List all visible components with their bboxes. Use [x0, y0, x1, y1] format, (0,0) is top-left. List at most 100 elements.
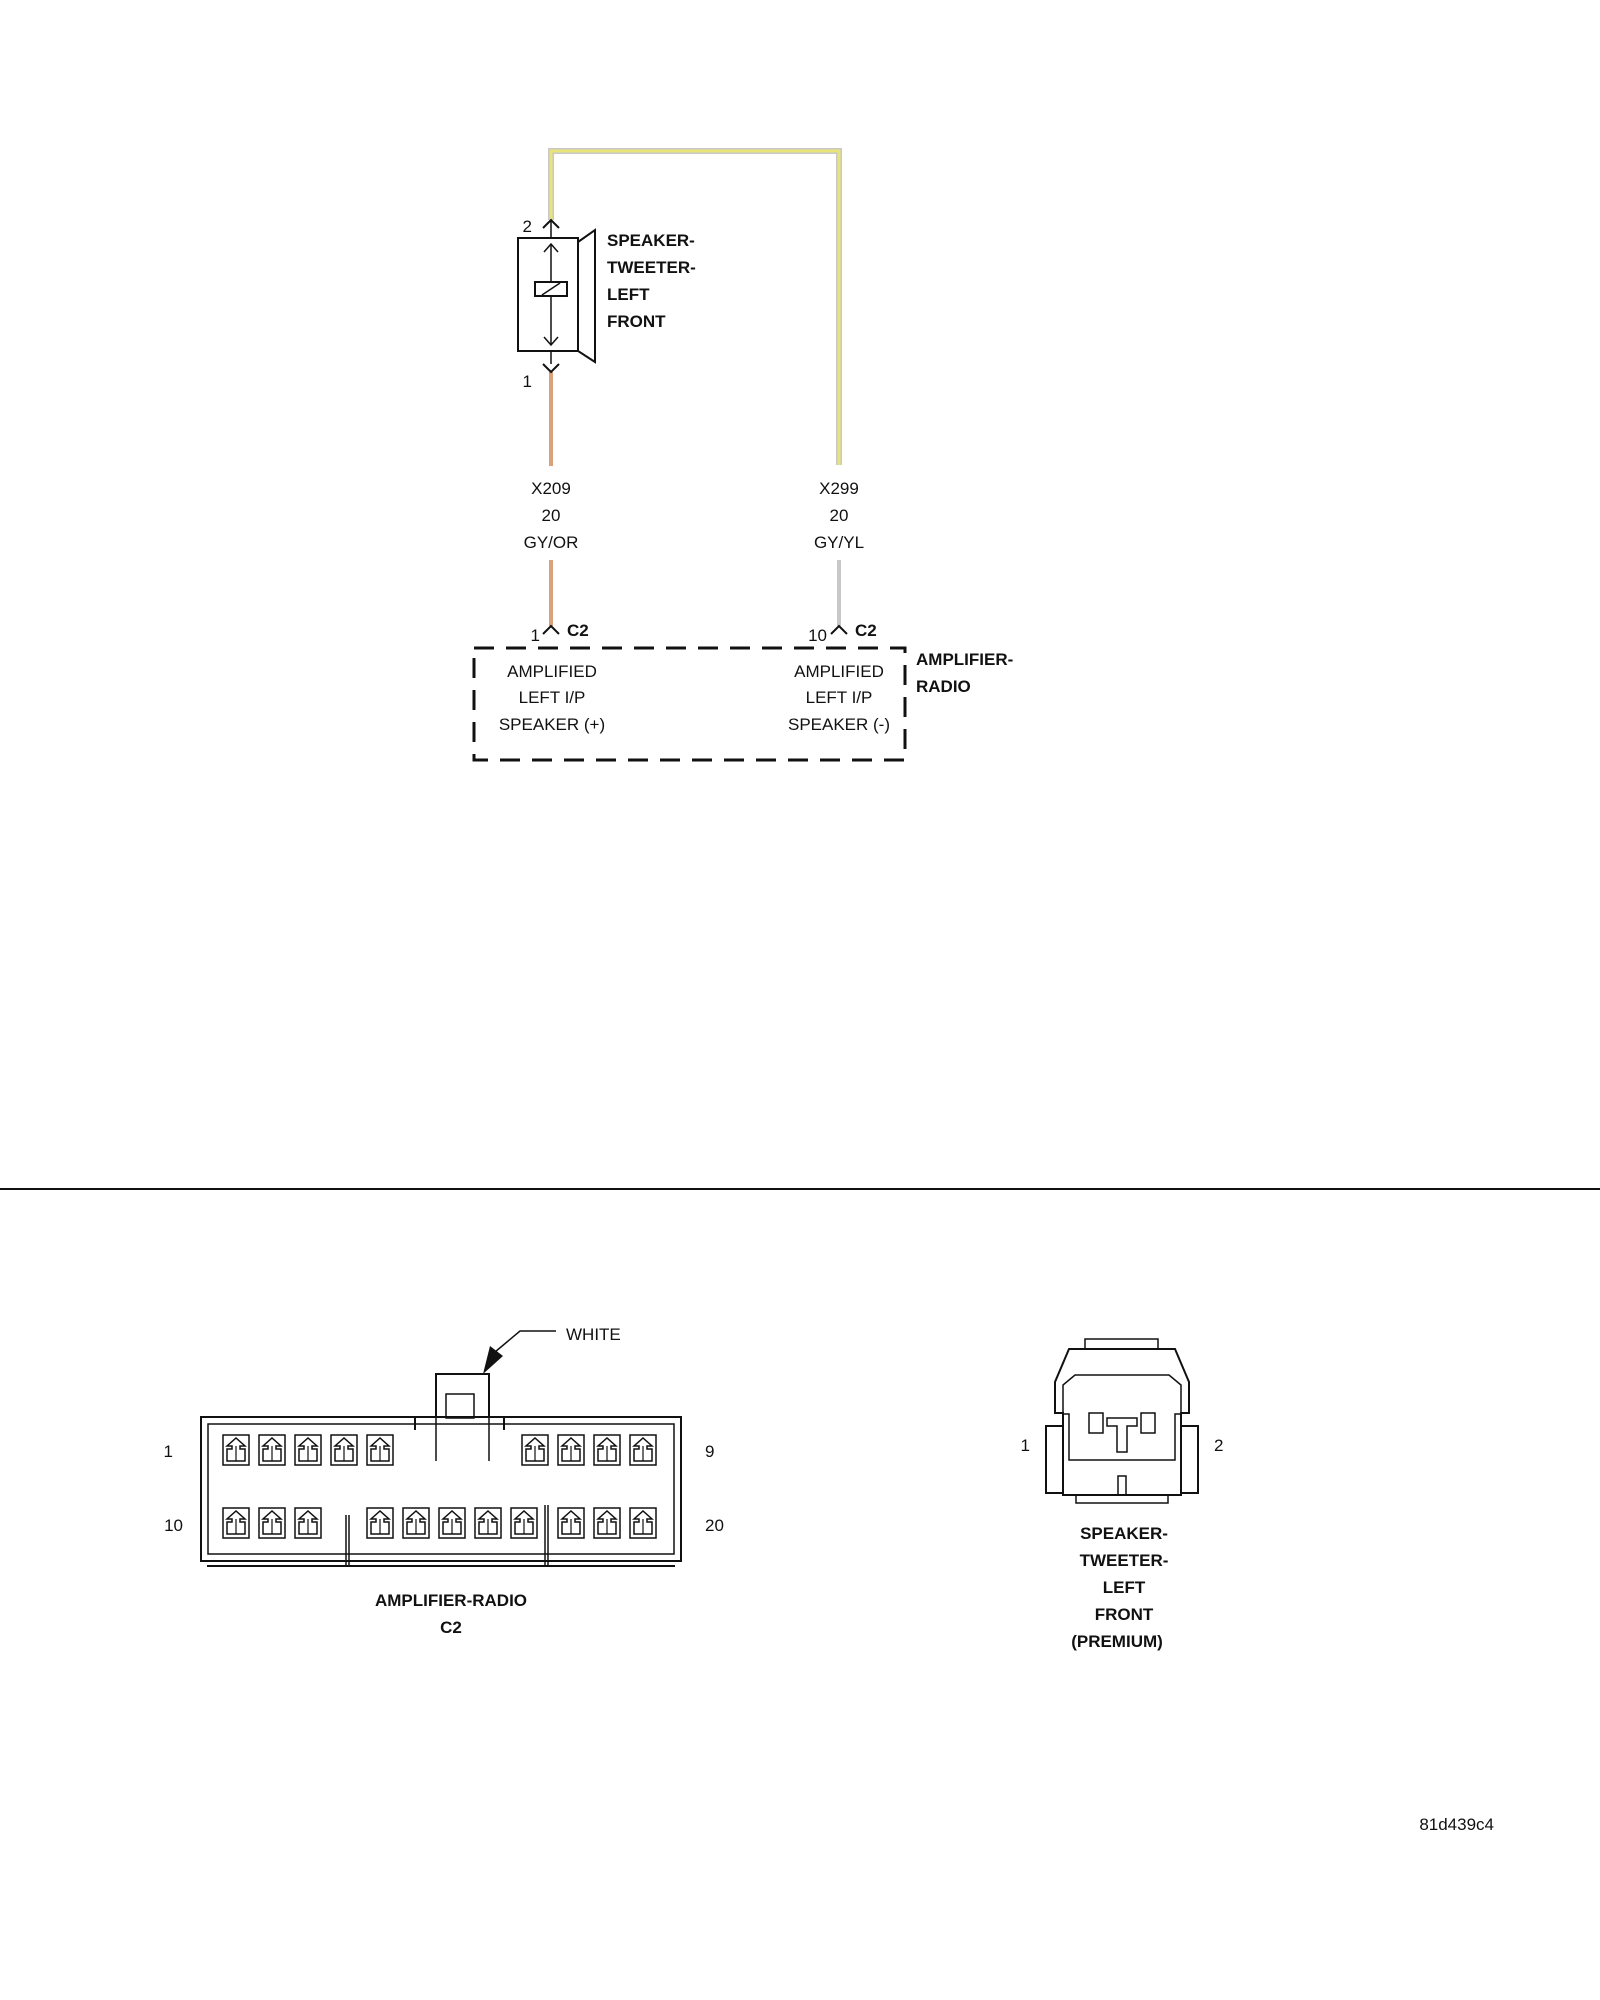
c2-terminal-arrow-icon	[441, 1509, 463, 1535]
c2-terminal-arrow-icon	[369, 1436, 391, 1462]
tweeter-right-ear	[1180, 1425, 1199, 1494]
white-callout-arrow-icon	[483, 1346, 503, 1374]
c2-cavity	[294, 1434, 322, 1466]
amp-pin-10-function: AMPLIFIED	[794, 662, 884, 681]
amp-pin-1-function: AMPLIFIED	[507, 662, 597, 681]
amplifier-name-line: RADIO	[916, 677, 971, 696]
speaker-arrow-down-icon	[543, 336, 559, 347]
c2-pin-label-10: 10	[164, 1516, 183, 1535]
c2-housing-inner	[207, 1423, 675, 1555]
c2-connector-view: WHITE 1 9 10 20 AMPLIFIER-RADIO C2	[164, 1325, 724, 1637]
amplifier-radio-module: 1 C2 10 C2 AMPLIFIED LEFT I/P SPEAKER (+…	[472, 621, 1013, 762]
tweeter-caption: FRONT	[1095, 1605, 1154, 1624]
c2-pin-label-1: 1	[164, 1442, 173, 1461]
c2-cavity	[510, 1507, 538, 1539]
c2-terminal-arrow-icon	[261, 1436, 283, 1462]
c2-cavity-frame	[557, 1507, 585, 1539]
amplifier-name-line: AMPLIFIER-	[916, 650, 1013, 669]
wire-label-x299: X299 20 GY/YL	[814, 479, 864, 552]
c2-terminal-arrow-icon	[632, 1509, 654, 1535]
speaker-name-line: SPEAKER-	[607, 231, 695, 250]
amp-pin-10-terminal-icon	[830, 624, 848, 635]
c2-cavity	[258, 1434, 286, 1466]
c2-terminal-arrow-icon	[524, 1436, 546, 1462]
c2-caption: AMPLIFIER-RADIO	[375, 1591, 527, 1610]
c2-terminal-arrow-icon	[477, 1509, 499, 1535]
tweeter-base	[1075, 1494, 1169, 1504]
c2-terminal-arrow-icon	[405, 1509, 427, 1535]
c2-pin-label-20: 20	[705, 1516, 724, 1535]
amp-pin-10-function: LEFT I/P	[806, 688, 873, 707]
speaker-symbol	[517, 218, 596, 374]
amp-pin-10-function: SPEAKER (-)	[788, 715, 890, 734]
c2-pin-label-9: 9	[705, 1442, 714, 1461]
wire-color: GY/OR	[524, 533, 579, 552]
c2-cavity	[474, 1507, 502, 1539]
amplifier-dashed-outline	[472, 646, 907, 762]
c2-cavity-frame	[294, 1434, 322, 1466]
amp-pin-10-number: 10	[808, 626, 827, 645]
amp-pin-1-number: 1	[531, 626, 540, 645]
tweeter-terminal-1	[1088, 1412, 1104, 1434]
tweeter-caption: SPEAKER-	[1080, 1524, 1168, 1543]
speaker-name-line: FRONT	[607, 312, 666, 331]
c2-terminal-arrow-icon	[225, 1436, 247, 1462]
c2-cavity	[258, 1507, 286, 1539]
c2-cavity-frame	[474, 1507, 502, 1539]
c2-terminal-arrow-icon	[297, 1436, 319, 1462]
c2-terminal-arrow-icon	[297, 1509, 319, 1535]
speaker-name-line: TWEETER-	[607, 258, 696, 277]
c2-cavity-frame	[222, 1434, 250, 1466]
c2-terminal-arrow-icon	[261, 1509, 283, 1535]
c2-cavity-frame	[629, 1434, 657, 1466]
c2-cavity-frame	[557, 1434, 585, 1466]
tweeter-top-tab	[1084, 1338, 1159, 1350]
c2-cavity	[521, 1434, 549, 1466]
tweeter-pin-label-1: 1	[1021, 1436, 1030, 1455]
tweeter-caption: (PREMIUM)	[1071, 1632, 1163, 1651]
speaker-name: SPEAKER- TWEETER- LEFT FRONT	[607, 231, 696, 331]
c2-cavity-frame	[521, 1434, 549, 1466]
tweeter-caption: LEFT	[1103, 1578, 1146, 1597]
wire-gauge: 20	[542, 506, 561, 525]
c2-cavity-frame	[294, 1507, 322, 1539]
c2-cavity	[629, 1434, 657, 1466]
white-callout-leader	[494, 1330, 556, 1353]
wire-gy-yl	[548, 148, 842, 626]
c2-terminal-arrow-icon	[596, 1436, 618, 1462]
c2-cavity	[366, 1434, 394, 1466]
tweeter-connector-view: 1 2 SPEAKER- TWEETER- LEFT FRONT (PREMIU…	[1021, 1338, 1223, 1651]
c2-cavities	[222, 1434, 657, 1539]
c2-terminal-arrow-icon	[369, 1509, 391, 1535]
c2-cavity	[438, 1507, 466, 1539]
wire-gauge: 20	[830, 506, 849, 525]
speaker-name-line: LEFT	[607, 285, 650, 304]
c2-cavity	[593, 1507, 621, 1539]
amp-pin-10-connector: C2	[855, 621, 877, 640]
c2-cavity-frame	[366, 1507, 394, 1539]
c2-cavity	[330, 1434, 358, 1466]
c2-terminal-arrow-icon	[513, 1509, 535, 1535]
c2-housing	[200, 1416, 682, 1562]
figure-id: 81d439c4	[1419, 1815, 1494, 1834]
c2-terminal-arrow-icon	[560, 1436, 582, 1462]
c2-cavity	[402, 1507, 430, 1539]
c2-cavity	[222, 1434, 250, 1466]
c2-cavity-frame	[366, 1434, 394, 1466]
c2-cavity	[366, 1507, 394, 1539]
c2-cavity	[222, 1507, 250, 1539]
tweeter-caption: TWEETER-	[1080, 1551, 1169, 1570]
c2-cavity	[629, 1507, 657, 1539]
amp-pin-1-terminal-icon	[542, 624, 560, 635]
c2-cavity-frame	[258, 1507, 286, 1539]
tweeter-key	[1106, 1417, 1138, 1453]
c2-cavity-frame	[593, 1434, 621, 1466]
amp-pin-1-connector: C2	[567, 621, 589, 640]
c2-terminal-arrow-icon	[333, 1436, 355, 1462]
tweeter-bottom-latch	[1117, 1475, 1127, 1496]
c2-cavity	[294, 1507, 322, 1539]
tweeter-inner-frame	[1062, 1374, 1182, 1461]
wire-color: GY/YL	[814, 533, 864, 552]
amp-pin-1-function: SPEAKER (+)	[499, 715, 605, 734]
